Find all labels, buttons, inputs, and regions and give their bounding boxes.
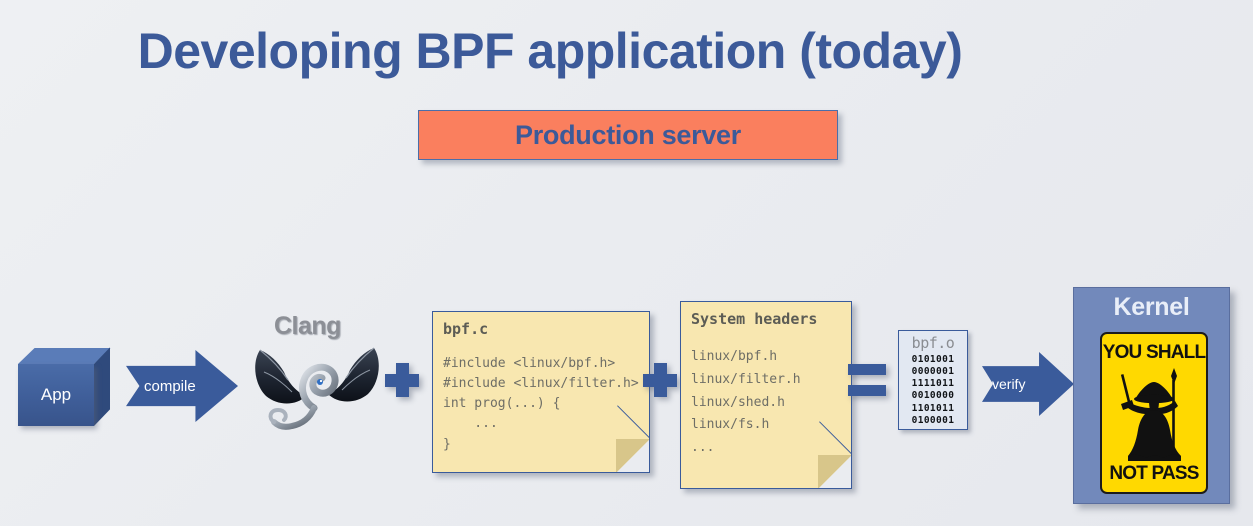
equals-operator <box>848 364 886 396</box>
kernel-panel: Kernel YOU SHALL <box>1073 287 1230 504</box>
source-file-note: bpf.c #include <linux/bpf.h> #include <l… <box>432 311 650 473</box>
you-shall-not-pass-sign: YOU SHALL <box>1100 332 1208 494</box>
plus-operator-1 <box>385 363 419 397</box>
object-file-box: bpf.o 0101001 0000001 1111011 0010000 11… <box>898 330 968 430</box>
clang-logo: Clang <box>252 312 382 437</box>
note-fold-cut <box>818 455 851 488</box>
sign-bottom-text: NOT PASS <box>1109 463 1199 484</box>
compile-arrow: compile <box>126 350 238 422</box>
clang-label: Clang <box>274 312 341 340</box>
object-file-bits: 0101001 0000001 1111011 0010000 1101011 … <box>911 354 955 426</box>
verify-arrow: verify <box>982 352 1074 416</box>
source-file-title: bpf.c <box>443 320 489 338</box>
object-file-title: bpf.o <box>911 334 955 352</box>
sign-top-text: YOU SHALL <box>1102 342 1206 363</box>
app-cube-front-face: App <box>18 364 94 426</box>
app-label: App <box>40 385 72 404</box>
wizard-silhouette-icon <box>1120 368 1181 461</box>
production-server-banner: Production server <box>418 110 838 160</box>
production-server-label: Production server <box>515 119 741 150</box>
page-title: Developing BPF application (today) <box>137 23 963 79</box>
equals-bar-top <box>848 364 886 375</box>
system-headers-note: System headers linux/bpf.h linux/filter.… <box>680 301 852 489</box>
app-cube: App <box>18 347 111 426</box>
system-headers-title: System headers <box>691 310 818 328</box>
system-headers-body: linux/bpf.h linux/filter.h linux/shed.h … <box>691 349 801 455</box>
kernel-title: Kernel <box>1113 293 1190 321</box>
note-fold-cut <box>616 439 649 472</box>
clang-dragon-icon <box>255 347 379 430</box>
verify-arrow-label: verify <box>992 376 1026 392</box>
compile-arrow-label: compile <box>144 377 196 395</box>
equals-bar-bottom <box>848 385 886 396</box>
plus-operator-2 <box>643 363 677 397</box>
source-file-body: #include <linux/bpf.h> #include <linux/f… <box>443 356 639 452</box>
